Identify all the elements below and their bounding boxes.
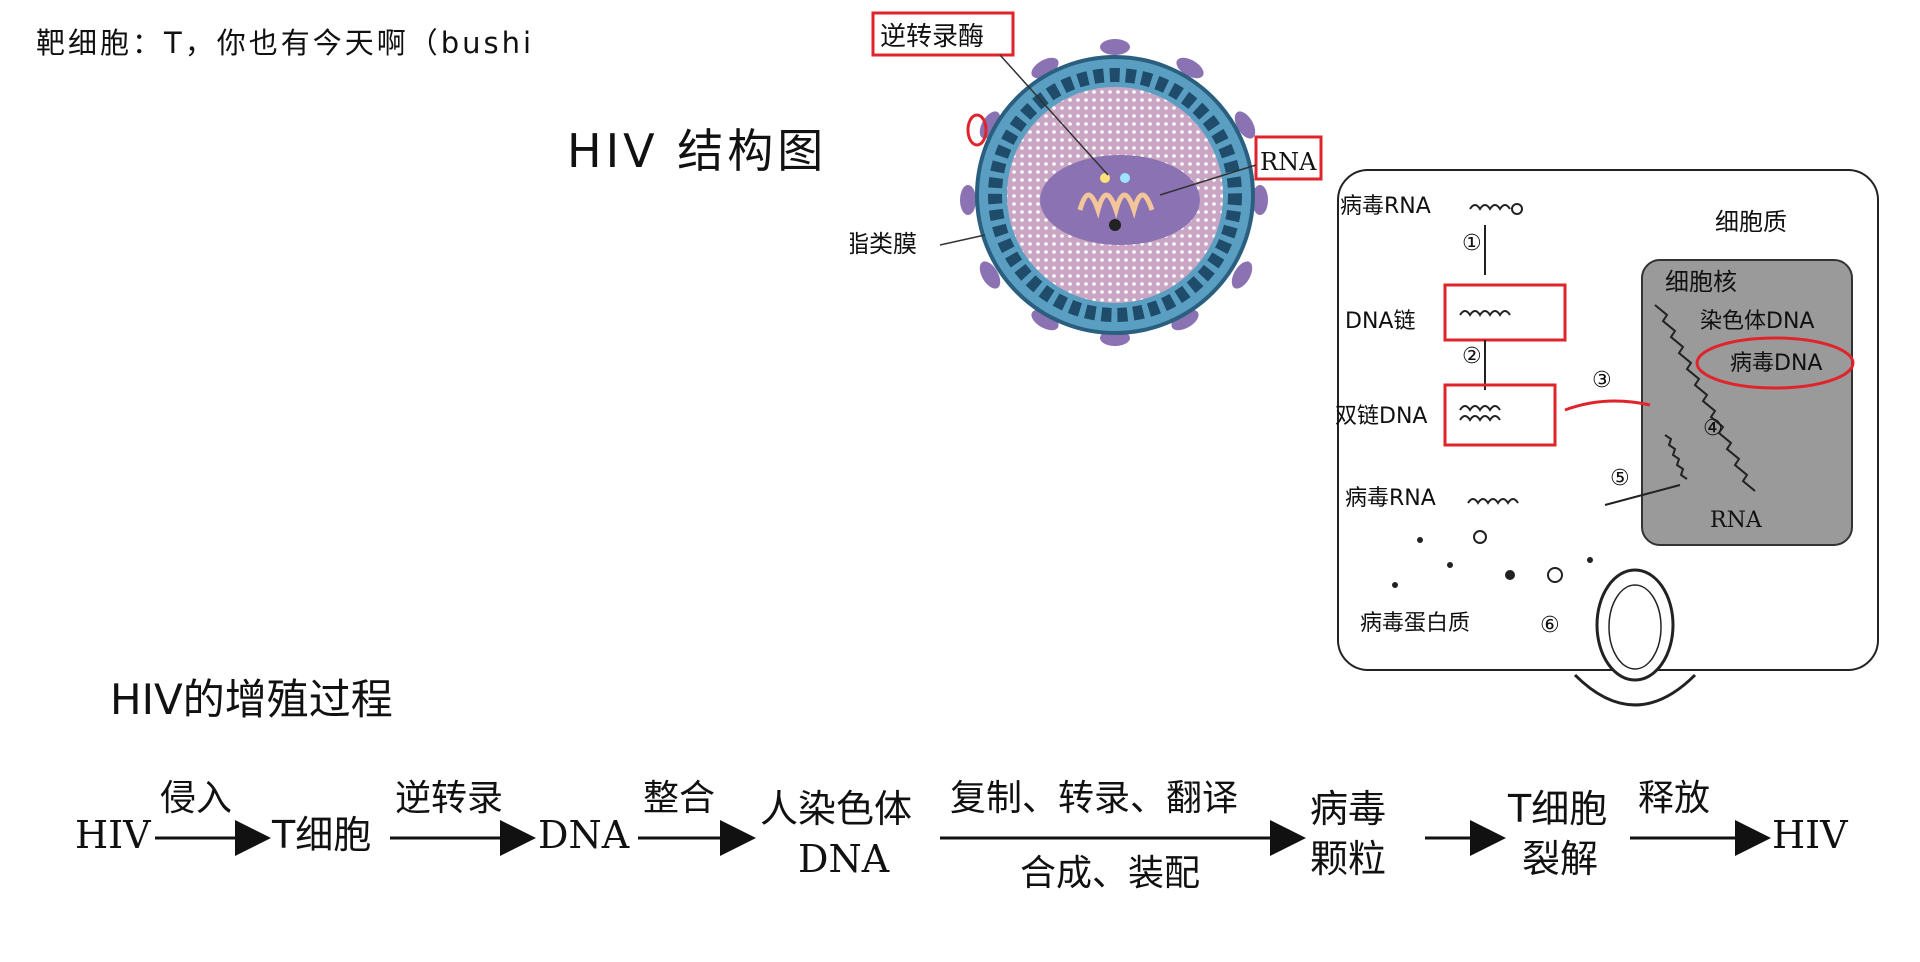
label-viral-rna-1: 病毒RNA (1340, 194, 1431, 219)
node-hiv-end: HIV (1772, 813, 1848, 857)
node-chromosome-dna: DNA (798, 837, 890, 881)
label-chromosome-dna: 染色体DNA (1700, 309, 1814, 334)
step-3-arrow (1564, 399, 1651, 412)
node-virus: 病毒 (1310, 787, 1386, 831)
rt-leader-line (999, 54, 1109, 176)
nuclear-rna-strand (1664, 434, 1688, 480)
rna-highlight-box (1254, 135, 1323, 181)
budding-virion-core (1608, 584, 1662, 670)
step-5: ⑤ (1610, 466, 1630, 491)
label-reverse-transcriptase: 逆转录酶 (880, 22, 984, 52)
hiv-replication-cycle-diagram: 细胞质 细胞核 染色体DNA 病毒DNA RNA 病毒RNA ① DNA链 ② … (1335, 169, 1879, 707)
double-dna-wave (1459, 415, 1501, 422)
process-flow: HIV 侵入 T细胞 逆转录 DNA 整合 人染色体 DNA 复制、转录、翻译 … (75, 778, 1848, 894)
label-nucleus: 细胞核 (1665, 268, 1737, 296)
viral-rna-wave (1469, 204, 1511, 211)
envelope-knobs (960, 39, 1268, 346)
nucleus-box (1641, 259, 1853, 546)
step-1: ① (1462, 231, 1482, 256)
rna-strand (1077, 192, 1155, 219)
node-t-cell-2: T细胞 (1507, 787, 1607, 831)
label-nucleus-rna: RNA (1710, 508, 1763, 533)
arrow-label-replicate: 复制、转录、翻译 (950, 778, 1238, 819)
membrane-leader-line (939, 234, 986, 246)
arrow-label-integrate: 整合 (643, 778, 715, 819)
node-lysis: 裂解 (1522, 837, 1598, 881)
enzyme-dot (1109, 219, 1121, 231)
step-5-arrow (1604, 484, 1681, 506)
node-human-chromosome: 人染色体 (760, 787, 912, 831)
matrix-layer (988, 68, 1242, 322)
step-3: ③ (1592, 368, 1612, 393)
label-viral-dna: 病毒DNA (1730, 351, 1822, 376)
rt-highlight-box (871, 11, 1015, 57)
step-6: ⑥ (1540, 613, 1560, 638)
step-2: ② (1462, 344, 1482, 369)
double-dna-wave (1459, 405, 1501, 412)
step-4: ④ (1703, 416, 1723, 441)
dna-chain-highlight (1443, 283, 1567, 342)
label-cytoplasm: 细胞质 (1715, 208, 1787, 236)
arrow-label-assemble: 合成、装配 (1020, 853, 1200, 894)
node-hiv-start: HIV (75, 813, 151, 857)
hiv-structure-diagram: 逆转录酶 RNA 脂类膜 (850, 11, 1323, 346)
red-mark (966, 113, 988, 147)
double-dna-highlight (1443, 383, 1557, 447)
top-note: 靶细胞：T，你也有今天啊（bushi (36, 26, 535, 60)
hiv-structure-title: HIV 结构图 (567, 124, 828, 178)
arrow-label-invade: 侵入 (160, 778, 232, 819)
viral-components (1392, 530, 1593, 588)
arrow-label-release: 释放 (1638, 778, 1710, 819)
node-particle: 颗粒 (1310, 837, 1386, 881)
arrow-label-reverse-transcription: 逆转录 (395, 778, 503, 819)
label-viral-protein: 病毒蛋白质 (1360, 611, 1470, 636)
viral-dna-highlight (1695, 336, 1855, 390)
label-lipid-membrane: 脂类膜 (850, 230, 917, 258)
label-viral-rna-2: 病毒RNA (1345, 486, 1436, 511)
label-dna-chain: DNA链 (1345, 309, 1415, 334)
node-dna: DNA (538, 813, 630, 857)
enzyme-dot (1120, 173, 1130, 183)
label-rna: RNA (1260, 148, 1317, 176)
process-title: HIV的增殖过程 (110, 675, 393, 724)
budding-membrane (1573, 673, 1697, 707)
label-double-dna: 双链DNA (1335, 404, 1427, 429)
viral-rna-cap (1511, 203, 1523, 215)
node-t-cell: T细胞 (271, 813, 371, 857)
rna-leader-line (1159, 164, 1257, 196)
enzyme-dot (1100, 173, 1110, 183)
dna-chain-wave (1459, 310, 1511, 317)
viral-rna-wave (1467, 498, 1519, 505)
chromosome-strand (1654, 304, 1756, 492)
